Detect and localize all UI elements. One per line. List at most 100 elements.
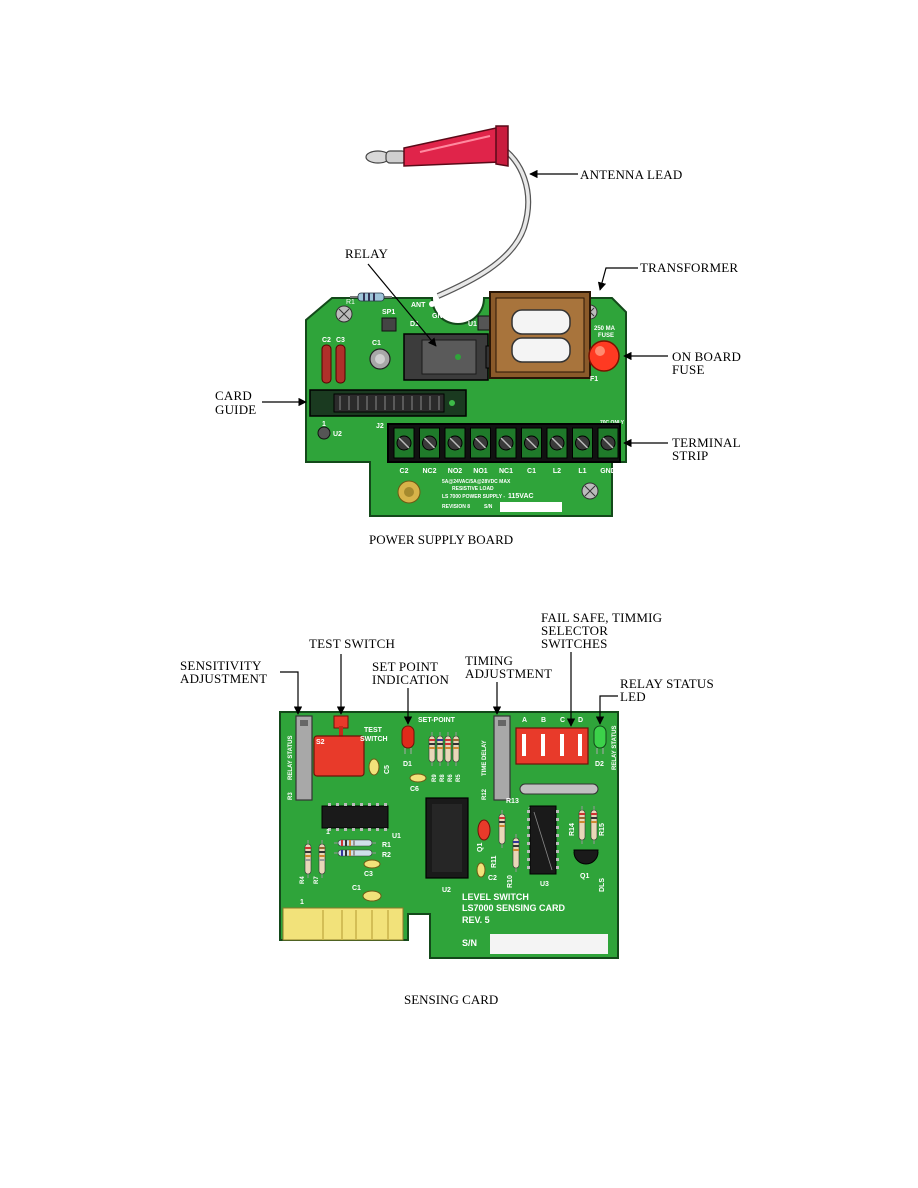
silk-c1: C1 xyxy=(352,885,361,892)
terminal-label: NO2 xyxy=(448,468,463,475)
silk-q1b: Q1 xyxy=(580,873,589,880)
silk-d1: D1 xyxy=(403,761,412,768)
silk-r1: R1 xyxy=(346,299,355,306)
component-q1-oval xyxy=(477,819,491,841)
callout-sensitivity-1: SENSITIVITY xyxy=(180,658,262,673)
silk-r5: R5 xyxy=(456,774,462,782)
terminal-screw-nc2 xyxy=(419,427,440,459)
mounting-screw xyxy=(335,305,353,323)
caption-power-supply: POWER SUPPLY BOARD xyxy=(369,532,513,547)
spark-gap-sp1 xyxy=(381,317,397,332)
silk-r3: R3 xyxy=(288,792,294,800)
capacitor-c1 xyxy=(362,890,382,902)
serial-number-box xyxy=(490,934,608,954)
silk-r10: R10 xyxy=(507,875,514,888)
resistor xyxy=(334,849,376,857)
silk-s2: S2 xyxy=(316,739,325,746)
card-guide-connector xyxy=(309,389,467,417)
silk-u2: U2 xyxy=(333,431,342,438)
silk-fuse-rating-1: 250 MA xyxy=(594,326,616,332)
resistor-r1 xyxy=(350,292,392,302)
silk-u1: U1 xyxy=(468,321,477,328)
selector-switch-b[interactable] xyxy=(541,734,545,756)
callout-fail-safe-3: SWITCHES xyxy=(541,636,608,651)
edge-connector-fingers xyxy=(282,907,404,941)
silk-board-rev: REV. 5 xyxy=(462,915,490,925)
capacitor-c5 xyxy=(368,758,380,776)
callout-sensitivity-2: ADJUSTMENT xyxy=(180,671,267,686)
silk-r1: R1 xyxy=(382,842,391,849)
callout-card-guide-1: CARD xyxy=(215,388,252,403)
terminal-label: NC1 xyxy=(499,468,513,475)
capacitor-c2 xyxy=(321,344,332,384)
set-point-led-d1 xyxy=(401,725,415,749)
antenna-lead-probe xyxy=(365,125,532,299)
resistor xyxy=(578,806,586,844)
terminal-label: L1 xyxy=(578,468,586,475)
silk-u2: U2 xyxy=(442,887,451,894)
capacitor-c6 xyxy=(409,773,427,783)
time-delay-pot-r12 xyxy=(493,715,511,801)
terminal-label: NO1 xyxy=(473,468,488,475)
terminal-label: C2 xyxy=(400,468,409,475)
callout-terminal-strip-1: TERMINAL xyxy=(672,435,741,450)
terminal-screw-gnd xyxy=(597,427,619,459)
silk-r9: R9 xyxy=(432,774,438,782)
serial-number-box xyxy=(500,502,562,512)
selector-switch-c[interactable] xyxy=(560,734,564,756)
callout-antenna-lead: ANTENNA LEAD xyxy=(580,167,682,182)
sensitivity-pot-r3 xyxy=(295,715,313,801)
silk-dls: DLS xyxy=(599,878,606,892)
silk-d2: D2 xyxy=(595,761,604,768)
silk-r12: R12 xyxy=(482,788,488,800)
silk-r8: R8 xyxy=(440,774,446,782)
resistor xyxy=(498,810,506,848)
silk-relay-status-right: RELAY STATUS xyxy=(612,726,618,770)
power-supply-board: R1 ANT GND SP1 U1 D1 C2 C3 C1 250 M xyxy=(215,125,741,547)
callout-relay-status-1: RELAY STATUS xyxy=(620,676,714,691)
silk-sp1: SP1 xyxy=(382,309,395,316)
selector-switch-d[interactable] xyxy=(578,734,582,756)
terminal-label: C1 xyxy=(527,468,536,475)
terminal-screw-no1 xyxy=(470,427,491,459)
silk-j2: J2 xyxy=(376,423,384,430)
silk-pin1: 1 xyxy=(322,421,326,428)
silk-pin1-edge: 1 xyxy=(300,899,304,906)
resistor xyxy=(428,732,436,766)
transformer xyxy=(489,291,591,379)
callout-terminal-strip-2: STRIP xyxy=(672,448,708,463)
silk-d1: D1 xyxy=(410,321,419,328)
silk-f1: F1 xyxy=(590,376,598,383)
terminal-label: NC2 xyxy=(422,468,436,475)
silk-c2: C2 xyxy=(322,337,331,344)
resistor xyxy=(590,806,598,844)
capacitor-c3 xyxy=(363,859,381,869)
silk-u1: U1 xyxy=(392,833,401,840)
silk-sn: S/N xyxy=(484,504,493,510)
silk-c6: C6 xyxy=(410,786,419,793)
silk-fuse-rating-2: FUSE xyxy=(598,333,614,339)
selector-switch-bank xyxy=(515,727,589,765)
silk-q1a: Q1 xyxy=(477,843,484,852)
test-switch-s2 xyxy=(313,735,365,777)
callout-relay-status-2: LED xyxy=(620,689,646,704)
callout-transformer: TRANSFORMER xyxy=(640,260,738,275)
resistor xyxy=(304,840,312,878)
silk-r2: R2 xyxy=(382,852,391,859)
silk-r14: R14 xyxy=(569,823,576,836)
callout-fail-safe-2: SELECTOR xyxy=(541,623,608,638)
silk-c2: C2 xyxy=(488,875,497,882)
caption-sensing-card: SENSING CARD xyxy=(404,992,498,1007)
relay-status-led-d2 xyxy=(593,725,607,749)
callout-timing-2: ADJUSTMENT xyxy=(465,666,552,681)
terminal-label: GND xyxy=(600,468,616,475)
silk-sw-b: B xyxy=(541,717,546,724)
silk-revision: REVISION 8 xyxy=(442,504,470,510)
silk-r15: R15 xyxy=(599,823,606,836)
silk-set-point: SET-POINT xyxy=(418,717,456,724)
silk-c3: C3 xyxy=(336,337,345,344)
silk-time-delay: TIME DELAY xyxy=(482,740,488,776)
selector-switch-a[interactable] xyxy=(522,734,526,756)
silk-gnd: GND xyxy=(432,313,448,320)
